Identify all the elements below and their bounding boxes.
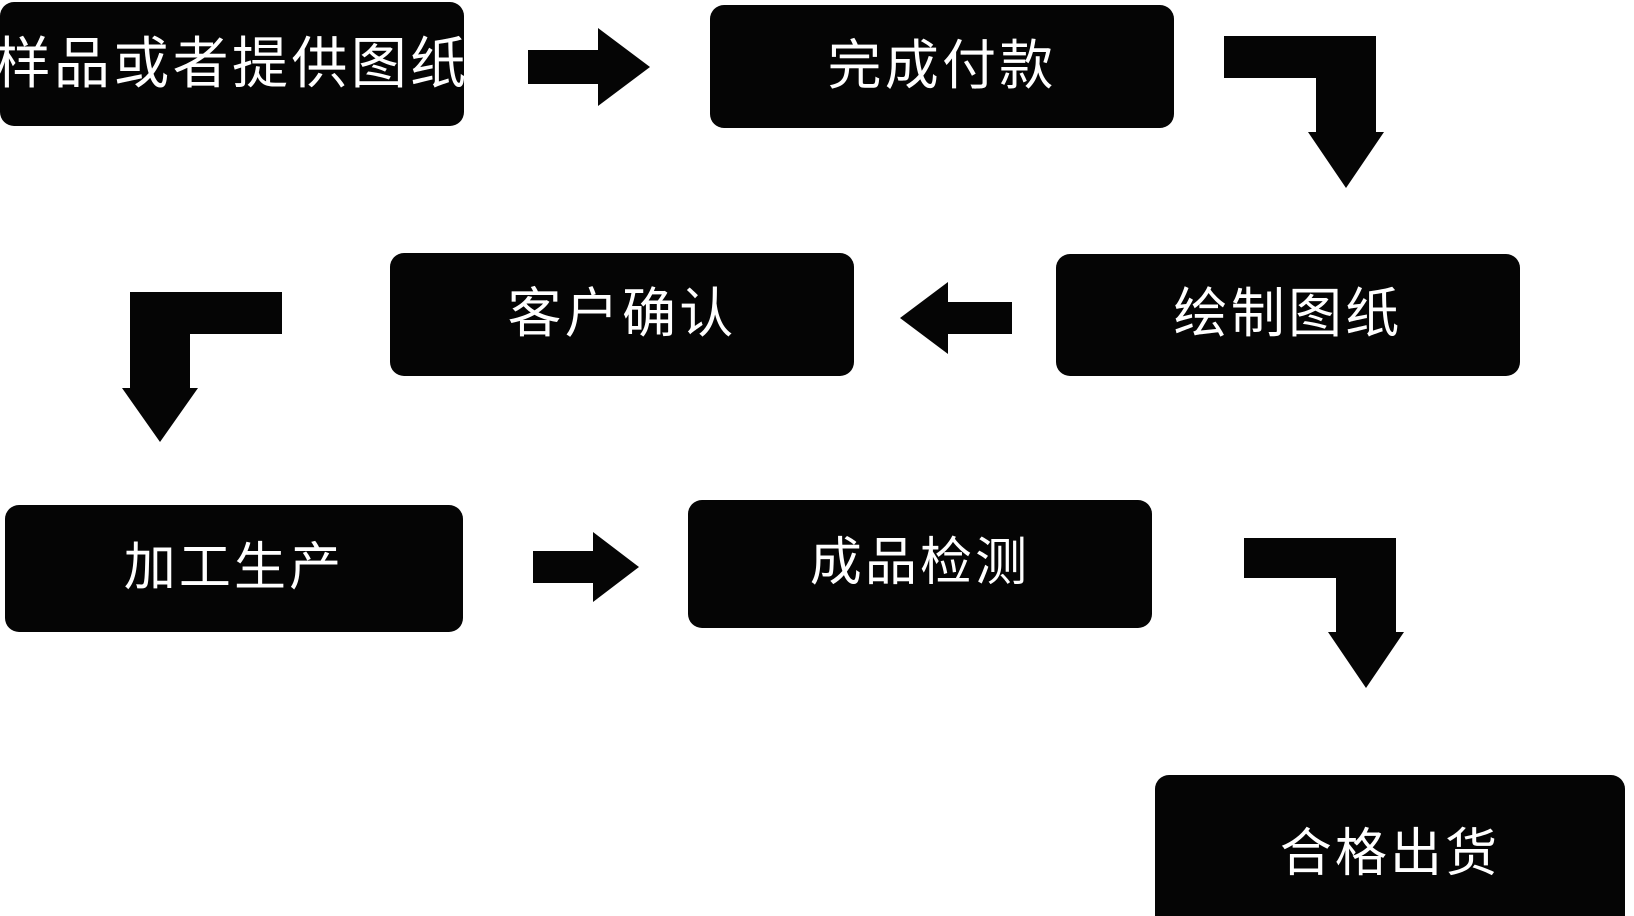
flow-node-sample[interactable]: 样品或者提供图纸 xyxy=(0,2,466,126)
flow-node-payment[interactable]: 完成付款 xyxy=(710,5,1174,128)
flow-node-drawing[interactable]: 绘制图纸 xyxy=(1056,254,1520,376)
arrow-left-icon xyxy=(900,282,1012,354)
flow-node-confirm-label: 客户确认 xyxy=(507,283,737,344)
flow-node-shipment[interactable]: 合格出货 xyxy=(1155,775,1625,916)
flow-node-confirm[interactable]: 客户确认 xyxy=(390,253,854,376)
flow-node-payment-label: 完成付款 xyxy=(827,35,1057,96)
arrow-elbow-down-icon xyxy=(1224,36,1384,188)
arrow-right-icon xyxy=(533,532,639,602)
arrow-elbow-down-left-icon xyxy=(118,292,282,442)
flow-node-drawing-label: 绘制图纸 xyxy=(1173,284,1403,345)
flow-node-production-label: 加工生产 xyxy=(123,538,345,597)
flow-node-sample-label: 样品或者提供图纸 xyxy=(0,32,470,96)
flow-node-production[interactable]: 加工生产 xyxy=(5,505,463,632)
flow-node-inspection-label: 成品检测 xyxy=(809,534,1031,593)
arrow-elbow-down-icon xyxy=(1244,538,1404,688)
flow-node-shipment-label: 合格出货 xyxy=(1279,825,1501,884)
flow-node-inspection[interactable]: 成品检测 xyxy=(688,500,1152,628)
arrow-right-icon xyxy=(528,28,650,106)
